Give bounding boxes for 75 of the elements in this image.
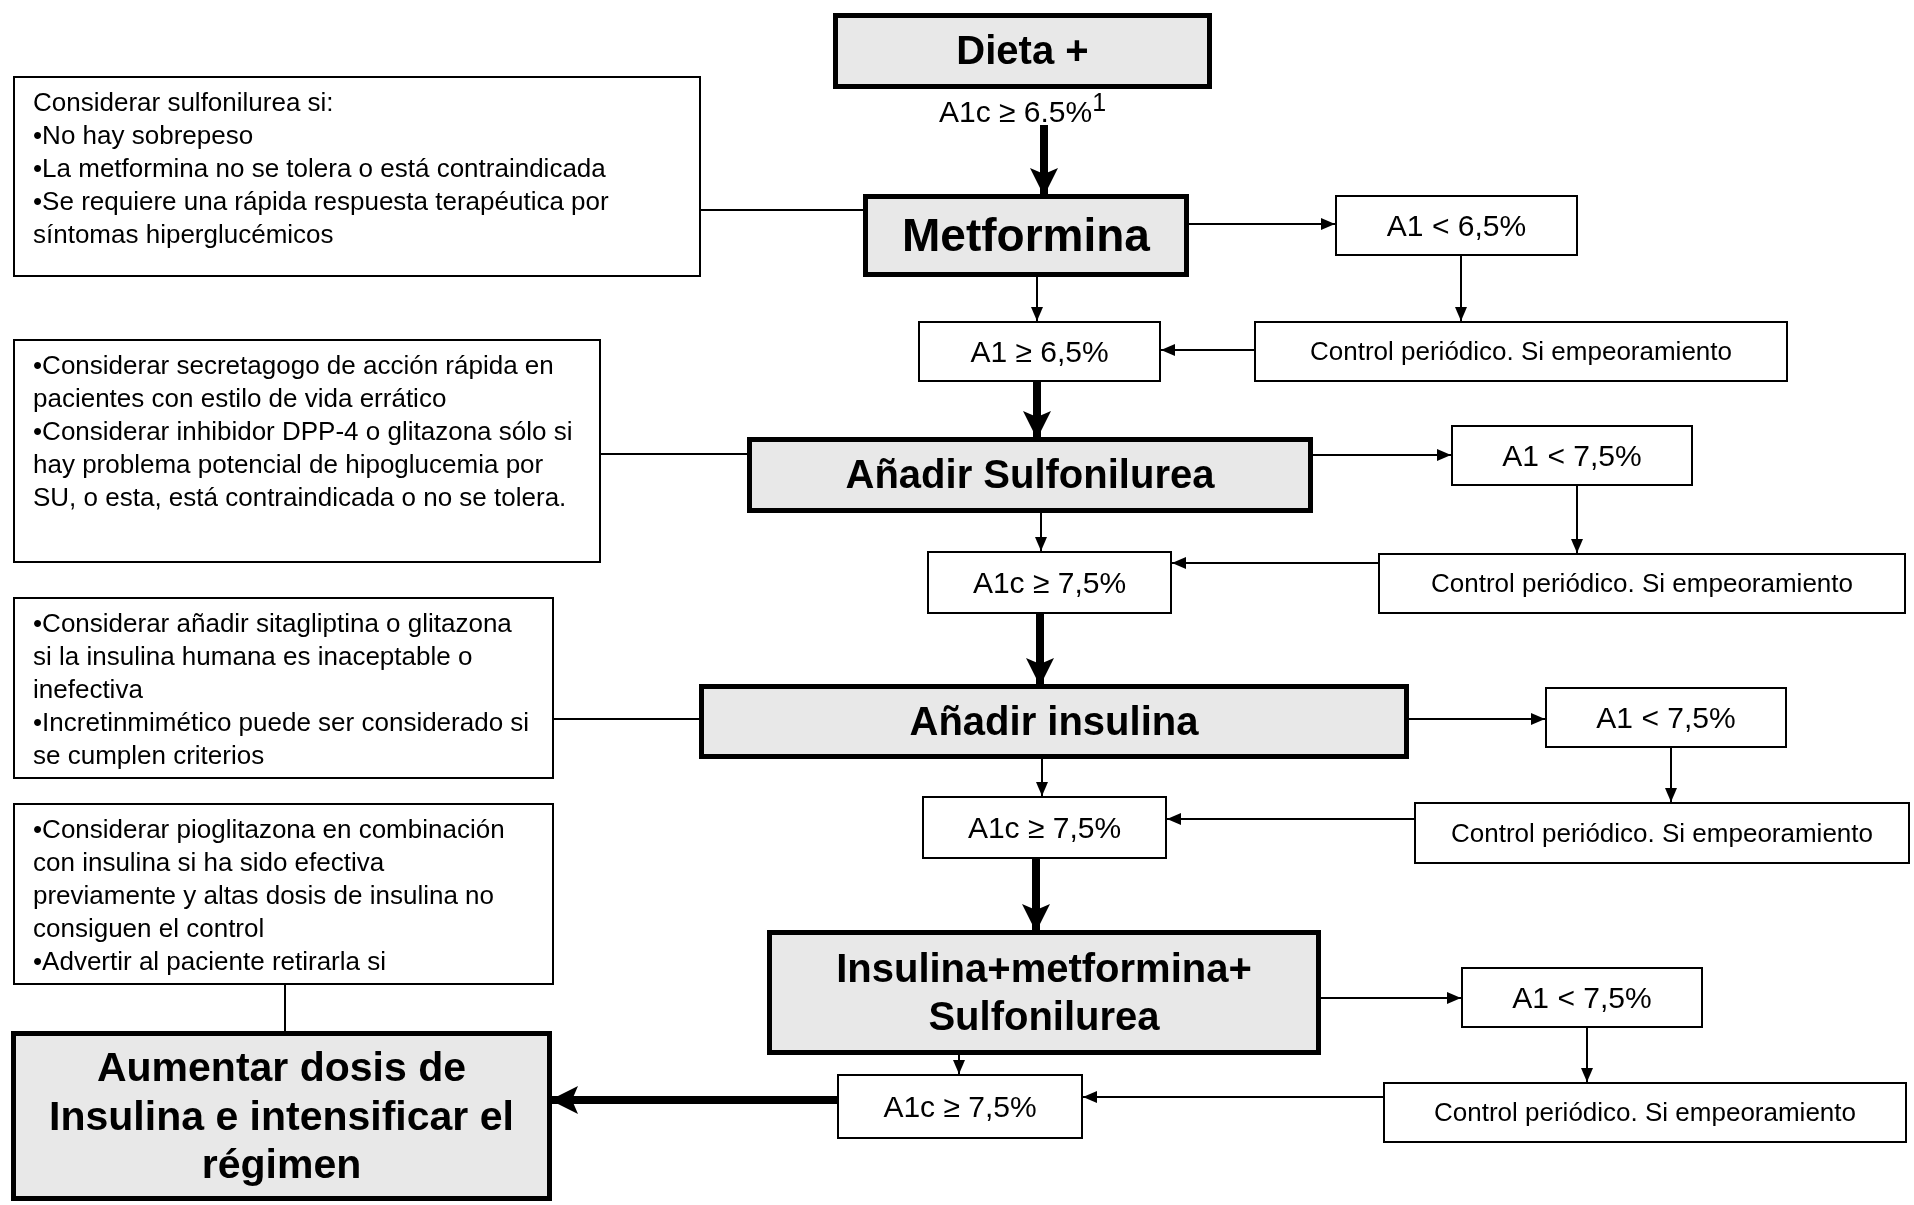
arrow: [1171, 557, 1379, 569]
arrow: [1023, 382, 1051, 439]
box-text: •Considerar inhibidor DPP-4 o glitazona sólo si hay problema potencial de hipoglucemia por SU, o esta, está contraindicada o no se tolera.: [33, 415, 574, 515]
threshold-label: A1c ≥ 6.5%$^{1}$: [938, 95, 1107, 128]
arrow: [1408, 713, 1546, 725]
condition-box: [1451, 425, 1693, 486]
arrow: [1312, 449, 1452, 461]
connector-line: [284, 984, 286, 1032]
box-text: Control periódico. Si empeoramiento: [1310, 336, 1732, 367]
note-box: [13, 597, 554, 779]
box-text: •Considerar añadir sitagliptina o glitazona si la insulina humana es inaceptable o inefectiva: [33, 607, 513, 707]
condition-box: [1335, 195, 1578, 256]
arrow: [953, 1054, 965, 1075]
connector-line: [700, 209, 864, 211]
box-text: A1 ≥ 6,5%: [970, 334, 1109, 369]
box-text: A1 < 7,5%: [1512, 980, 1652, 1015]
box-text: •No hay sobrepeso: [33, 119, 254, 152]
box-text: Control periódico. Si empeoramiento: [1431, 568, 1853, 599]
condition-box: [1383, 1082, 1907, 1143]
box-text: Dieta +: [956, 27, 1089, 75]
box-text: •Incretinmimético puede ser considerado si se cumplen criterios: [33, 706, 531, 773]
process-box: [747, 437, 1313, 513]
condition-box: [1254, 321, 1788, 382]
condition-box: [1461, 967, 1703, 1028]
box-text: •Considerar secretagogo de acción rápida en pacientes con estilo de vida errático: [33, 349, 555, 415]
arrow: [1166, 813, 1415, 825]
arrow: [1035, 512, 1047, 552]
box-text: Aumentar dosis de Insulina e intensificar el régimen: [48, 1043, 515, 1189]
arrow: [1082, 1091, 1384, 1103]
process-box: [699, 684, 1409, 759]
box-text: Añadir Sulfonilurea: [845, 451, 1215, 499]
box-text: A1 < 6,5%: [1386, 208, 1527, 243]
arrow: [550, 1086, 837, 1114]
condition-box: [1545, 687, 1787, 748]
box-text: A1c ≥ 7,5%: [972, 565, 1127, 600]
box-text: •Se requiere una rápida respuesta terapéutica por síntomas hiperglucémicos: [33, 185, 610, 252]
box-text: •Advertir al paciente retirarla si: [33, 945, 387, 979]
box-text: Control periódico. Si empeoramiento: [1434, 1097, 1856, 1128]
note-box: [13, 803, 554, 985]
box-text: A1 < 7,5%: [1596, 700, 1736, 735]
process-box: [11, 1031, 552, 1201]
box-text: Control periódico. Si empeoramiento: [1451, 817, 1873, 849]
condition-box: [918, 321, 1161, 382]
connector-line: [553, 718, 700, 720]
arrow: [1665, 747, 1677, 803]
box-text: •Considerar pioglitazona en combinación con insulina si ha sido efectiva previamente y altas dosis de insulina no consiguen el control: [33, 813, 506, 946]
box-text: Añadir insulina: [909, 697, 1199, 745]
box-text: A1 < 7,5%: [1502, 438, 1642, 473]
arrow: [1036, 758, 1048, 797]
box-text: A1c ≥ 7,5%: [967, 810, 1122, 845]
note-box: [13, 339, 601, 563]
connector-line: [600, 453, 748, 455]
process-box: [833, 13, 1212, 89]
arrow: [1160, 344, 1255, 356]
process-box: [767, 930, 1321, 1055]
note-box: [13, 76, 701, 277]
condition-box: [1378, 553, 1906, 614]
arrow: [1188, 218, 1336, 230]
arrow: [1031, 276, 1043, 322]
arrow: [1455, 255, 1467, 322]
box-text: A1c ≥ 7,5%: [883, 1089, 1037, 1124]
box-text: Metformina: [902, 208, 1150, 263]
box-text: Insulina+metformina+ Sulfonilurea: [835, 945, 1253, 1040]
arrow: [1320, 992, 1462, 1004]
arrow: [1571, 485, 1583, 554]
arrow: [1026, 614, 1054, 686]
condition-box: [927, 551, 1172, 614]
condition-box: [1414, 802, 1910, 864]
arrow: [1022, 859, 1050, 932]
process-box: [863, 194, 1189, 277]
box-text: •La metformina no se tolera o está contraindicada: [33, 152, 606, 186]
condition-box: [837, 1074, 1083, 1139]
arrow: [1581, 1027, 1593, 1083]
condition-box: [922, 796, 1167, 859]
box-text: Considerar sulfonilurea si:: [33, 86, 334, 119]
